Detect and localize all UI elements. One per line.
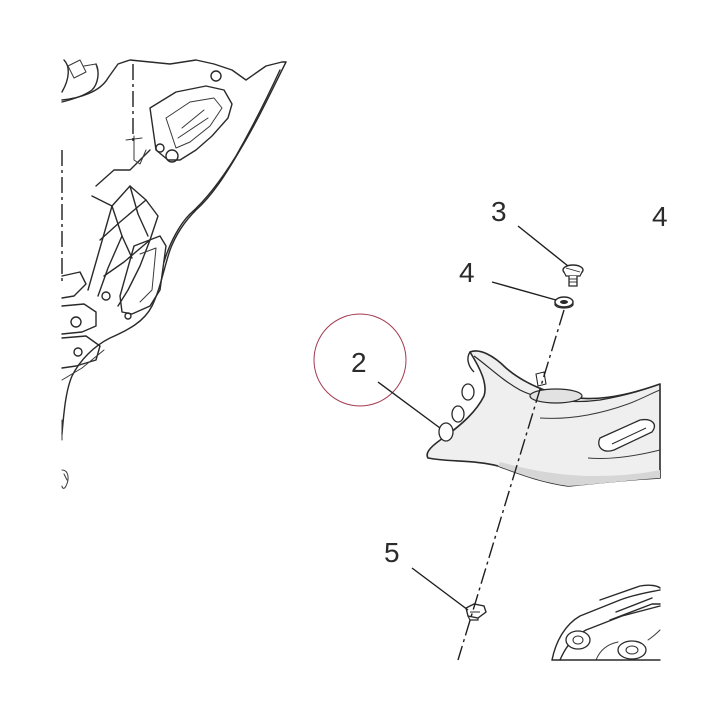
callout-4: 4 [459, 257, 475, 288]
fairing-panel-part-2 [426, 350, 661, 487]
leader-line-5 [411, 567, 469, 611]
highlight-circle [313, 313, 407, 407]
leader-line-3 [517, 225, 569, 267]
leader-line-4 [491, 281, 557, 301]
callout-3: 3 [491, 196, 507, 227]
callout-5: 5 [384, 537, 400, 568]
leader-line-2 [377, 381, 441, 429]
screw-part-3 [562, 264, 584, 287]
lower-fairing-partial [551, 584, 661, 661]
washer-part-4 [554, 296, 574, 309]
assembly-axis-line [457, 309, 565, 661]
frame-assembly [61, 59, 287, 489]
callout-4-partial: 4 [652, 201, 668, 232]
callout-2: 2 [351, 347, 367, 378]
clip-nut-part-5 [465, 603, 487, 621]
